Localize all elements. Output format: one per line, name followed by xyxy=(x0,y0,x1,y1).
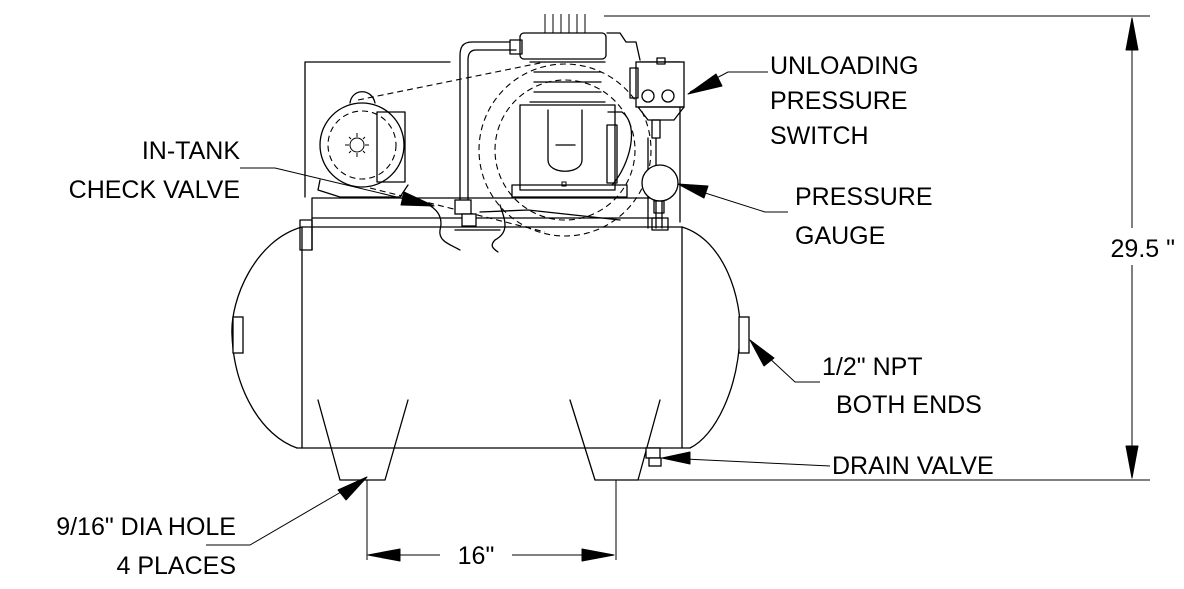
right-npt-port xyxy=(738,316,750,354)
unloading-switch-part xyxy=(606,32,685,229)
width-dimension: 16" xyxy=(367,542,615,570)
svg-text:GAUGE: GAUGE xyxy=(795,222,885,250)
callout-leaders xyxy=(206,71,831,546)
svg-text:1/2" NPT: 1/2" NPT xyxy=(822,353,923,381)
svg-text:4 PLACES: 4 PLACES xyxy=(116,552,236,580)
svg-text:UNLOADING: UNLOADING xyxy=(770,52,919,80)
height-dimension: 29.5 " xyxy=(604,15,1175,481)
width-dim-label: 16" xyxy=(458,542,495,570)
npt-ports-label: 1/2" NPT BOTH ENDS xyxy=(822,353,982,419)
drain-valve-label: DRAIN VALVE xyxy=(832,452,994,480)
motor xyxy=(317,91,409,198)
pump-head xyxy=(509,14,633,198)
width-arrow-right xyxy=(581,548,615,562)
dim-arrow-up xyxy=(1125,17,1139,51)
pressure-gauge-label: PRESSURE GAUGE xyxy=(795,183,933,250)
width-arrow-left xyxy=(367,548,401,562)
drain-valve-part xyxy=(645,447,662,467)
dim-arrow-down xyxy=(1125,445,1139,479)
air-tank xyxy=(231,226,750,449)
svg-text:IN-TANK: IN-TANK xyxy=(142,137,240,165)
height-dim-label: 29.5 " xyxy=(1111,235,1175,263)
svg-text:PRESSURE: PRESSURE xyxy=(795,183,933,211)
check-valve-label: IN-TANK CHECK VALVE xyxy=(69,137,241,204)
discharge-tube xyxy=(454,41,621,227)
svg-text:9/16" DIA HOLE: 9/16" DIA HOLE xyxy=(56,513,236,541)
mount-hole-label: 9/16" DIA HOLE 4 PLACES xyxy=(56,513,236,580)
saddle-plate xyxy=(299,197,669,253)
svg-text:BOTH ENDS: BOTH ENDS xyxy=(836,391,982,419)
unloading-switch-label: UNLOADING PRESSURE SWITCH xyxy=(770,52,919,150)
svg-text:PRESSURE: PRESSURE xyxy=(770,87,908,115)
pressure-gauge-part xyxy=(641,164,679,214)
svg-text:CHECK VALVE: CHECK VALVE xyxy=(69,176,240,204)
left-npt-port xyxy=(232,316,244,354)
mounting-feet xyxy=(317,399,661,560)
svg-text:SWITCH: SWITCH xyxy=(770,122,869,150)
